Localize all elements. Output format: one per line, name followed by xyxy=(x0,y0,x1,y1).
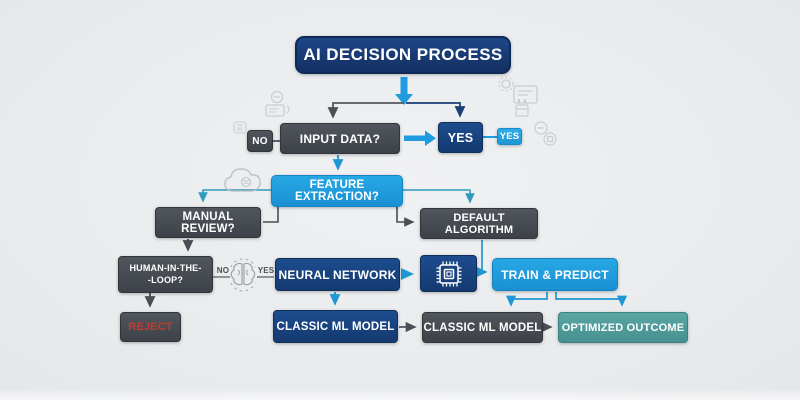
hitl-line1: HUMAN-IN-THE- xyxy=(129,262,202,273)
arrow-title-down xyxy=(395,77,413,105)
edge-fe-default-elbow xyxy=(396,207,415,227)
node-neural-network: NEURAL NETWORK xyxy=(275,258,400,291)
cloud-ai-icon xyxy=(224,168,261,192)
node-manual-review: MANUAL REVIEW? xyxy=(155,207,261,238)
node-classic-ml-model-left: CLASSIC ML MODEL xyxy=(273,310,398,343)
edge-label-no: NO xyxy=(216,266,230,275)
edge-default-tp xyxy=(476,240,488,278)
cpu-chip-icon xyxy=(436,261,461,286)
edge-tp-cml2 xyxy=(505,292,548,307)
node-default-algorithm: DEFAULT ALGORITHM xyxy=(420,208,538,239)
calendar-icon xyxy=(515,104,529,117)
edge-split-to-yes xyxy=(406,102,466,118)
chat-bubbles-icon xyxy=(534,121,557,146)
edge-split-to-input xyxy=(327,102,404,119)
node-human-in-the-loop: HUMAN-IN-THE- -LOOP? xyxy=(118,256,213,293)
badge-icon xyxy=(233,121,247,134)
node-no-badge: NO xyxy=(247,130,273,152)
gear-icon xyxy=(498,76,514,92)
brain-icon xyxy=(230,258,256,292)
hitl-line2: -LOOP? xyxy=(147,274,184,285)
edge-fe-default xyxy=(403,189,475,204)
node-yes-badge: YES xyxy=(497,128,522,145)
zoom-out-icon xyxy=(270,90,284,104)
certificate-icon xyxy=(513,85,538,104)
edge-fe-manual xyxy=(198,189,271,203)
edge-tp-optimized xyxy=(555,292,628,307)
arrow-input-to-yes xyxy=(404,130,436,146)
node-feature-extraction: FEATURE EXTRACTION? xyxy=(271,175,403,207)
node-cpu-chip xyxy=(420,255,477,292)
node-classic-ml-model-right: CLASSIC ML MODEL xyxy=(422,312,543,343)
node-yes: YES xyxy=(438,122,483,153)
edge-fe-manual-elbow xyxy=(263,207,279,223)
diagram-title: AI DECISION PROCESS xyxy=(295,36,511,74)
node-train-predict: TRAIN & PREDICT xyxy=(492,258,618,291)
node-reject: REJECT xyxy=(120,312,181,342)
node-input-data: INPUT DATA? xyxy=(280,123,400,154)
card-icon xyxy=(265,104,290,117)
edge-label-yes: YES xyxy=(257,266,275,275)
node-optimized-outcome: OPTIMIZED OUTCOME xyxy=(558,312,688,343)
